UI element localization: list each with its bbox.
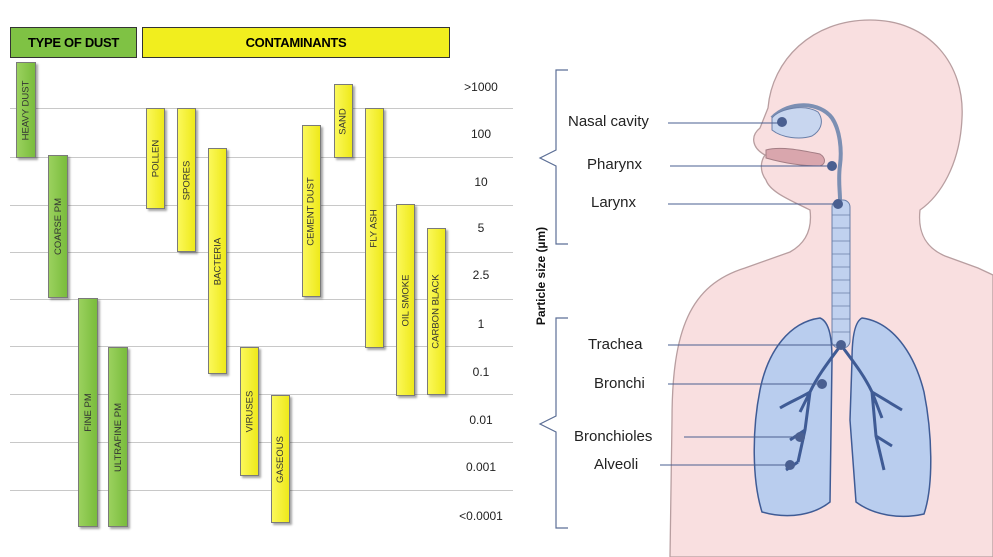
nasal-cavity-dot xyxy=(777,117,787,127)
larynx-dot xyxy=(833,199,843,209)
alveoli-dot xyxy=(785,460,795,470)
pharynx-dot xyxy=(827,161,837,171)
label-larynx: Larynx xyxy=(591,194,636,211)
trachea-shape xyxy=(832,200,850,348)
label-pharynx: Pharynx xyxy=(587,156,642,173)
bronchioles-dot xyxy=(795,432,805,442)
lower-bracket xyxy=(540,318,568,528)
label-nasal-cavity: Nasal cavity xyxy=(568,113,649,130)
bronchi-dot xyxy=(817,379,827,389)
label-alveoli: Alveoli xyxy=(594,456,638,473)
label-bronchi: Bronchi xyxy=(594,375,645,392)
trachea-dot xyxy=(836,340,846,350)
upper-bracket xyxy=(540,70,568,244)
label-bronchioles: Bronchioles xyxy=(574,428,652,445)
label-trachea: Trachea xyxy=(588,336,642,353)
